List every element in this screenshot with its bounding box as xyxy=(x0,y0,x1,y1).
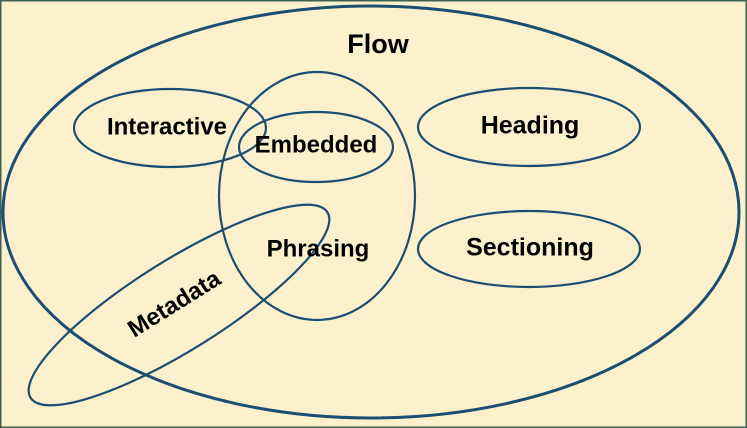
venn-set-shapes xyxy=(1,4,741,428)
venn-ellipse-flow[interactable] xyxy=(1,4,741,420)
venn-label-sectioning: Sectioning xyxy=(466,234,594,262)
venn-ellipse-metadata[interactable] xyxy=(7,174,352,428)
venn-ellipse-embedded[interactable] xyxy=(237,110,395,184)
venn-label-phrasing: Phrasing xyxy=(267,235,370,262)
venn-label-interactive: Interactive xyxy=(107,113,227,140)
venn-label-heading: Heading xyxy=(481,112,580,140)
venn-ellipse-phrasing[interactable] xyxy=(217,70,417,322)
venn-ellipse-heading[interactable] xyxy=(416,86,642,168)
venn-ellipse-interactive[interactable] xyxy=(72,87,268,169)
venn-label-flow: Flow xyxy=(347,29,409,59)
venn-label-embedded: Embedded xyxy=(255,131,378,158)
venn-ellipse-sectioning[interactable] xyxy=(416,209,642,289)
